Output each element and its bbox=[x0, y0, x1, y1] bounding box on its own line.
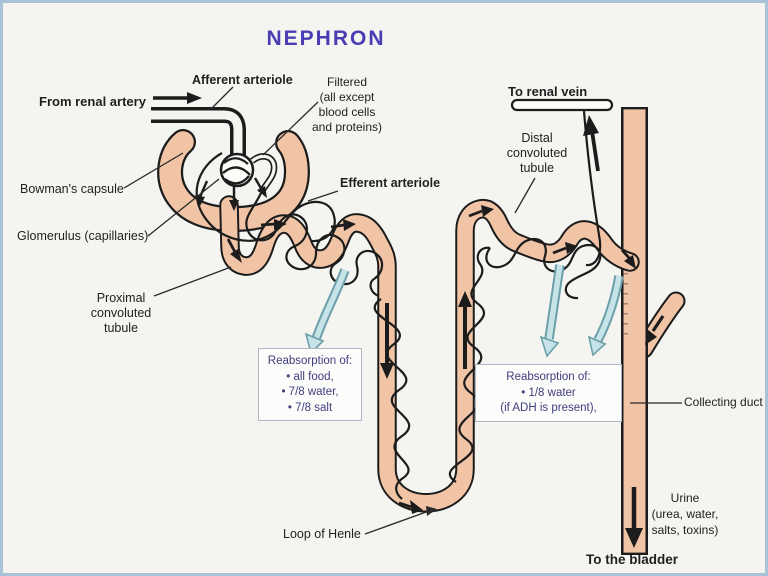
capillary-network-lines bbox=[195, 110, 602, 500]
label-glomerulus: Glomerulus (capillaries) bbox=[17, 229, 149, 243]
diagram-artwork bbox=[123, 86, 686, 555]
collecting-duct-shape bbox=[621, 106, 648, 555]
flow-arrows bbox=[153, 92, 665, 548]
label-to-renal-vein: To renal vein bbox=[508, 84, 588, 99]
afferent-arteriole-shape bbox=[151, 107, 246, 155]
page-title: NEPHRON bbox=[266, 27, 386, 50]
leader-lines bbox=[123, 86, 682, 535]
label-bowmans-capsule: Bowman's capsule bbox=[20, 182, 124, 196]
label-distal-tubule: Distal convoluted tubule bbox=[506, 131, 568, 175]
reabsorption-box-proximal: Reabsorption of: • all food, • 7/8 water… bbox=[258, 348, 362, 421]
label-loop-of-henle: Loop of Henle bbox=[283, 527, 361, 541]
label-urine: Urine (urea, water, salts, toxins) bbox=[651, 491, 719, 537]
label-to-the-bladder: To the bladder bbox=[586, 552, 679, 567]
label-from-renal-artery: From renal artery bbox=[39, 94, 146, 109]
renal-vein-shape bbox=[510, 98, 614, 112]
label-proximal-tubule: Proximal convoluted tubule bbox=[90, 291, 152, 335]
label-filtered: Filtered (all except blood cells and pro… bbox=[311, 75, 383, 134]
reabsorption-arrow-icon bbox=[304, 264, 624, 358]
label-collecting-duct: Collecting duct bbox=[684, 395, 763, 409]
label-afferent-arteriole: Afferent arteriole bbox=[192, 73, 293, 87]
glomerulus-shape bbox=[219, 152, 255, 188]
reabsorption-box-distal: Reabsorption of: • 1/8 water (if ADH is … bbox=[475, 364, 622, 422]
label-efferent-arteriole: Efferent arteriole bbox=[340, 176, 441, 190]
